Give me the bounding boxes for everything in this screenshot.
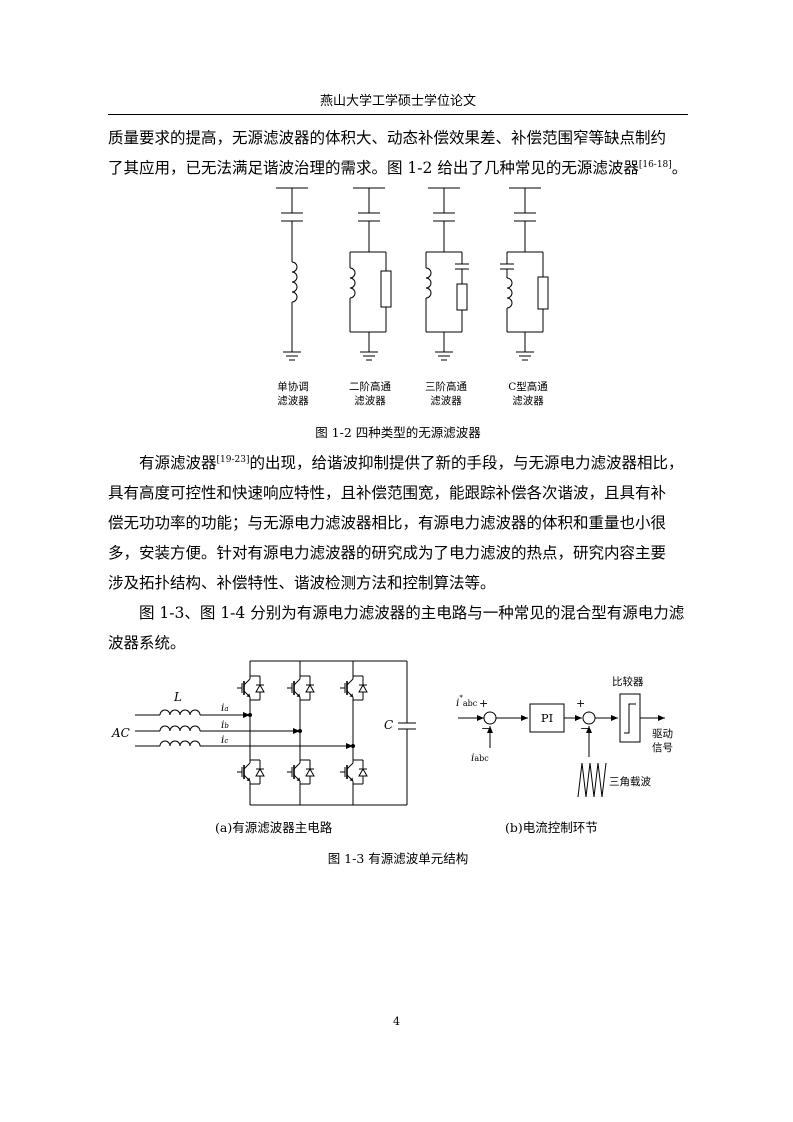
- ia-symbol: i: [221, 702, 225, 714]
- igbt-switch: [286, 675, 315, 701]
- para1-line2: 了其应用，已无法满足谐波治理的需求。图 1-2 给出了几种常见的无源滤波器[16…: [108, 153, 688, 183]
- iref-star: *: [459, 694, 463, 702]
- current-ib-label: ib: [221, 718, 229, 733]
- node-a: [248, 713, 252, 717]
- filter-label-second-order: 二阶高通 滤波器: [344, 380, 396, 408]
- ac-source-label: AC: [112, 726, 130, 740]
- second-order-filter-schematic: [349, 187, 392, 361]
- filter-label-4-line2: 滤波器: [512, 395, 544, 407]
- pi-controller-label: PI: [540, 711, 554, 725]
- para3-line2: 波器系统。: [108, 634, 186, 652]
- reference-current-label: i*abc: [456, 694, 478, 711]
- para2-line2: 具有高度可控性和快速响应特性，且补偿范围宽，能跟踪补偿各次谐波，且具有补: [108, 484, 667, 502]
- citation-19-23: [19-23]: [216, 455, 250, 465]
- sum1-plus: +: [479, 697, 489, 710]
- capacitor-label: C: [384, 718, 394, 732]
- running-header: 燕山大学工学硕士学位论文: [319, 94, 476, 109]
- ia-sub: a: [224, 705, 229, 713]
- para2-line3: 偿无功功率的功能；与无源电力滤波器相比，有源电力滤波器的体积和重量也小很: [108, 514, 667, 532]
- triangular-carrier-label: 三角载波: [609, 776, 651, 788]
- subfigure-b-caption: (b)电流控制环节: [505, 820, 598, 835]
- para2-line5: 涉及拓扑结构、补偿特性、谐波检测方法和控制算法等。: [108, 574, 496, 592]
- subfigure-a-caption: (a)有源滤波器主电路: [215, 820, 333, 835]
- para1-line2-text: 了其应用，已无法满足谐波治理的需求。图 1-2 给出了几种常见的无源滤波器: [108, 159, 639, 177]
- c-type-filter-schematic: [500, 187, 549, 361]
- para2-line1: 有源滤波器[19-23]的出现，给谐波抑制提供了新的手段，与无源电力滤波器相比，: [108, 448, 719, 478]
- filter-label-4-line1: C型高通: [508, 381, 548, 393]
- filter-label-1-line1: 单协调: [277, 381, 309, 393]
- iref-symbol: i: [456, 697, 460, 709]
- igbt-switch: [339, 675, 368, 701]
- para2-line1-end: 的出现，给谐波抑制提供了新的手段，与无源电力滤波器相比，: [249, 454, 684, 472]
- para1-line2-end: 。: [671, 159, 688, 177]
- sum2-minus: −: [580, 722, 590, 735]
- ifb-symbol: i: [471, 752, 475, 764]
- igbt-switch: [236, 759, 265, 785]
- ifb-sub: abc: [474, 754, 489, 763]
- current-ic-label: ic: [221, 733, 228, 748]
- inductor-label: L: [174, 690, 182, 704]
- sum2-plus: +: [576, 697, 586, 710]
- filter-label-3-line1: 三阶高通: [425, 381, 467, 393]
- para2-line4: 多，安装方便。针对有源电力滤波器的研究成为了电力滤波的热点，研究内容主要: [108, 544, 667, 562]
- filter-label-third-order: 三阶高通 滤波器: [420, 380, 472, 408]
- current-ia-label: ia: [221, 701, 229, 716]
- drive-signal-line2: 信号: [652, 742, 673, 754]
- iref-sub: abc: [462, 699, 478, 708]
- comparator-label: 比较器: [612, 676, 644, 688]
- figure-1-2-caption: 图 1-2 四种类型的无源滤波器: [315, 425, 481, 440]
- para2-line1-start: 有源滤波器: [139, 454, 217, 472]
- para1-line1: 质量要求的提高，无源滤波器的体积大、动态补偿效果差、补偿范围窄等缺点制约: [108, 129, 667, 147]
- header-rule: [108, 114, 688, 115]
- drive-signal-line1: 驱动: [652, 728, 673, 740]
- page-number: 4: [393, 1015, 400, 1028]
- third-order-filter-schematic: [425, 187, 469, 361]
- ib-sub: b: [224, 722, 229, 730]
- inverter-main-circuit: [135, 660, 416, 806]
- ic-symbol: i: [221, 734, 225, 746]
- igbt-switch: [286, 759, 315, 785]
- filter-label-c-type: C型高通 滤波器: [500, 380, 556, 408]
- ib-symbol: i: [221, 719, 225, 731]
- single-tuned-filter-schematic: [276, 187, 308, 361]
- igbt-switch: [339, 759, 368, 785]
- filter-label-single-tuned: 单协调 滤波器: [268, 380, 318, 408]
- filter-label-2-line2: 滤波器: [354, 395, 386, 407]
- sum1-minus: −: [481, 722, 491, 735]
- node-c: [351, 744, 355, 748]
- citation-16-18: [16-18]: [638, 160, 672, 170]
- ic-sub: c: [224, 737, 229, 745]
- drive-signal-label: 驱动 信号: [652, 727, 673, 755]
- para3-line1: 图 1-3、图 1-4 分别为有源电力滤波器的主电路与一种常见的混合型有源电力滤: [139, 604, 685, 622]
- feedback-current-label: iabc: [471, 751, 489, 766]
- igbt-switch: [236, 675, 265, 701]
- filter-label-3-line2: 滤波器: [430, 395, 462, 407]
- filter-label-2-line1: 二阶高通: [349, 381, 391, 393]
- node-b: [298, 729, 302, 733]
- figure-1-3-caption: 图 1-3 有源滤波单元结构: [327, 851, 469, 866]
- filter-label-1-line2: 滤波器: [277, 395, 309, 407]
